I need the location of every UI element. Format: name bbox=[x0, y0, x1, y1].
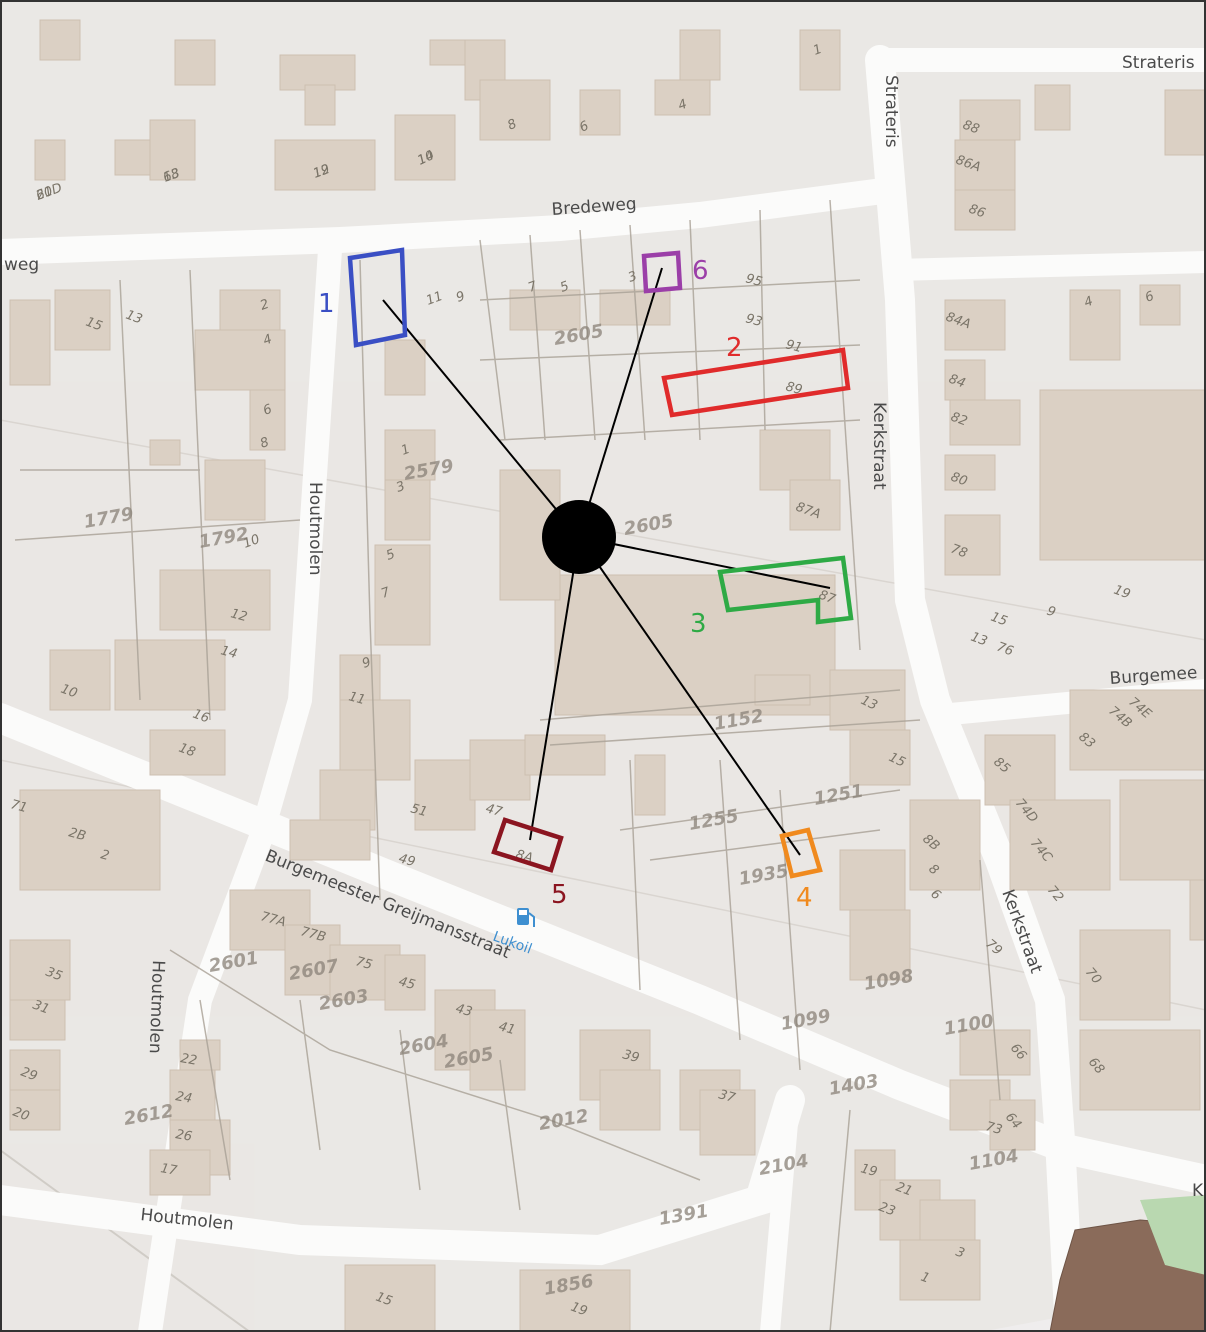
house-number: 43 bbox=[454, 1001, 474, 1020]
plot-5-label: 5 bbox=[551, 880, 568, 910]
house-number: 13 bbox=[124, 308, 145, 328]
street-label-strateris-vertical: Strateris bbox=[881, 75, 901, 148]
house-number: 10 bbox=[415, 148, 436, 169]
house-number: 51 bbox=[409, 801, 429, 820]
house-number: 20 bbox=[34, 184, 55, 204]
house-number: 14 bbox=[415, 148, 436, 169]
park-area bbox=[1140, 1195, 1206, 1275]
house-number: 11 bbox=[347, 689, 367, 708]
house-number: 88 bbox=[961, 118, 982, 138]
house-number: 78 bbox=[949, 542, 970, 562]
house-number: 37 bbox=[717, 1087, 738, 1106]
plot-4-outline[interactable] bbox=[779, 827, 823, 879]
house-number: 31 bbox=[31, 998, 52, 1018]
house-number: 39 bbox=[621, 1047, 641, 1066]
center-marker[interactable] bbox=[542, 500, 616, 574]
plot-1-label: 1 bbox=[318, 289, 335, 319]
house-number: 73 bbox=[984, 1119, 1004, 1138]
house-number: 26 bbox=[174, 1127, 193, 1145]
house-number: 24 bbox=[174, 1089, 193, 1107]
house-number: 21 bbox=[894, 1180, 915, 1200]
connector-lines bbox=[382, 267, 831, 856]
house-number: 15 bbox=[374, 1290, 395, 1310]
house-number: 15 bbox=[989, 610, 1010, 630]
plot-6-label: 6 bbox=[692, 256, 709, 286]
fuel-station-icon bbox=[517, 908, 535, 927]
house-number: 41 bbox=[497, 1019, 517, 1038]
house-number: 63 bbox=[161, 166, 182, 186]
plot-labels: 1 2 3 4 5 6 bbox=[318, 256, 813, 913]
house-number: 12 bbox=[229, 606, 249, 625]
house-number: 77B bbox=[299, 924, 328, 945]
house-number: 19 bbox=[1112, 583, 1133, 603]
street-label-bredeweg-left: weg bbox=[4, 255, 39, 275]
house-number: 49 bbox=[397, 851, 417, 870]
house-number: 45 bbox=[397, 974, 417, 993]
street-label-strateris-top: Strateris bbox=[1122, 53, 1195, 73]
plot-5-outline[interactable] bbox=[491, 817, 564, 873]
house-number: 14 bbox=[219, 643, 239, 662]
house-number: 82 bbox=[949, 410, 970, 430]
house-number: 10 bbox=[59, 682, 80, 702]
house-number: 23 bbox=[877, 1200, 898, 1220]
building-footprints bbox=[9, 19, 1206, 1332]
plot-outlines[interactable] bbox=[347, 247, 854, 879]
plot-3-outline[interactable] bbox=[717, 555, 854, 625]
house-number: 13 bbox=[858, 693, 879, 714]
house-number: 22 bbox=[179, 1051, 198, 1069]
house-number: 2 bbox=[99, 847, 111, 864]
house-number: 10 bbox=[241, 532, 262, 552]
house-number: 15 bbox=[886, 750, 907, 771]
street-label-kerkstraat-upper: Kerkstraat bbox=[869, 402, 889, 490]
house-number: 71 bbox=[9, 797, 29, 816]
house-number: 16 bbox=[191, 707, 212, 727]
house-number: 18 bbox=[161, 166, 182, 186]
house-number: 86 bbox=[967, 202, 988, 222]
house-number: 77A bbox=[259, 909, 287, 930]
parcel-lines bbox=[14, 199, 1001, 1332]
house-number: 76 bbox=[995, 640, 1016, 660]
house-number: 12 bbox=[311, 162, 332, 182]
house-number: 19 bbox=[311, 162, 332, 182]
house-number: 13 bbox=[969, 630, 990, 650]
house-number: 35 bbox=[44, 965, 65, 985]
house-number: 19 bbox=[859, 1161, 879, 1180]
house-number: 80 bbox=[949, 470, 970, 490]
house-number: 2B bbox=[67, 825, 88, 844]
plot-1-outline[interactable] bbox=[347, 247, 408, 348]
house-number: 11 bbox=[424, 289, 445, 309]
plot-6-outline[interactable] bbox=[641, 250, 683, 294]
house-number: 17 bbox=[159, 1161, 179, 1179]
house-number: 29 bbox=[19, 1065, 40, 1085]
house-number: 75 bbox=[354, 954, 374, 973]
house-number: 47 bbox=[484, 801, 505, 820]
street-label-houtmolen-lower: Houtmolen bbox=[145, 960, 168, 1054]
street-label-k-right: K bbox=[1192, 1181, 1204, 1201]
plot-2-label: 2 bbox=[726, 333, 743, 363]
plot-3-label: 3 bbox=[690, 609, 707, 639]
house-number: 95 bbox=[744, 271, 764, 290]
house-number: 91 bbox=[784, 337, 804, 356]
house-number: 15 bbox=[84, 315, 105, 335]
street-label-houtmolen-upper: Houtmolen bbox=[305, 482, 325, 576]
plot-2-outline[interactable] bbox=[661, 347, 851, 418]
house-number: 18 bbox=[177, 741, 198, 761]
house-number: 19 bbox=[569, 1300, 590, 1320]
house-number: 93 bbox=[744, 311, 764, 330]
house-number: 20 bbox=[11, 1105, 32, 1125]
house-number: 87 bbox=[817, 588, 838, 608]
house-number: 84 bbox=[947, 372, 968, 392]
plot-4-label: 4 bbox=[796, 883, 813, 913]
